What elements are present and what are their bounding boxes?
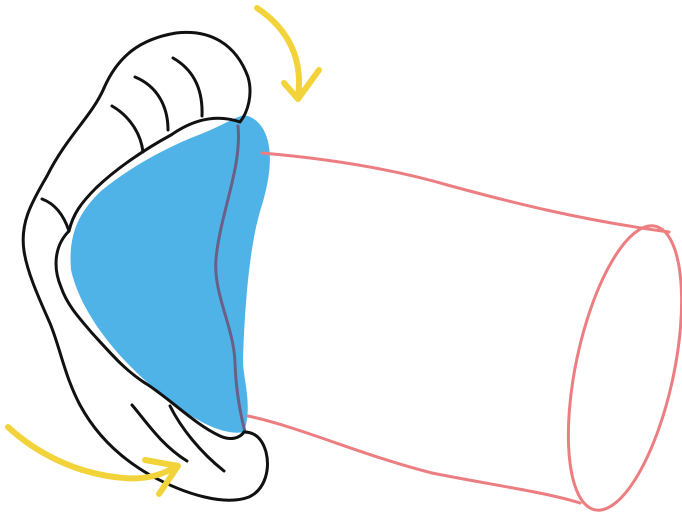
cylinder-bottom-edge [248, 416, 580, 503]
curl-arrow-top-shaft [257, 8, 299, 97]
cylinder-top-edge [262, 153, 669, 232]
curl-arrow-bottom-shaft [8, 427, 177, 478]
cylinder-body [216, 126, 682, 520]
upper-lip-inner [112, 58, 202, 152]
curl-arrow-bottom [8, 427, 178, 494]
curl-arrow-top [257, 8, 319, 99]
cylinder-end-cap [547, 216, 682, 520]
inner-opening-fill [71, 115, 270, 433]
